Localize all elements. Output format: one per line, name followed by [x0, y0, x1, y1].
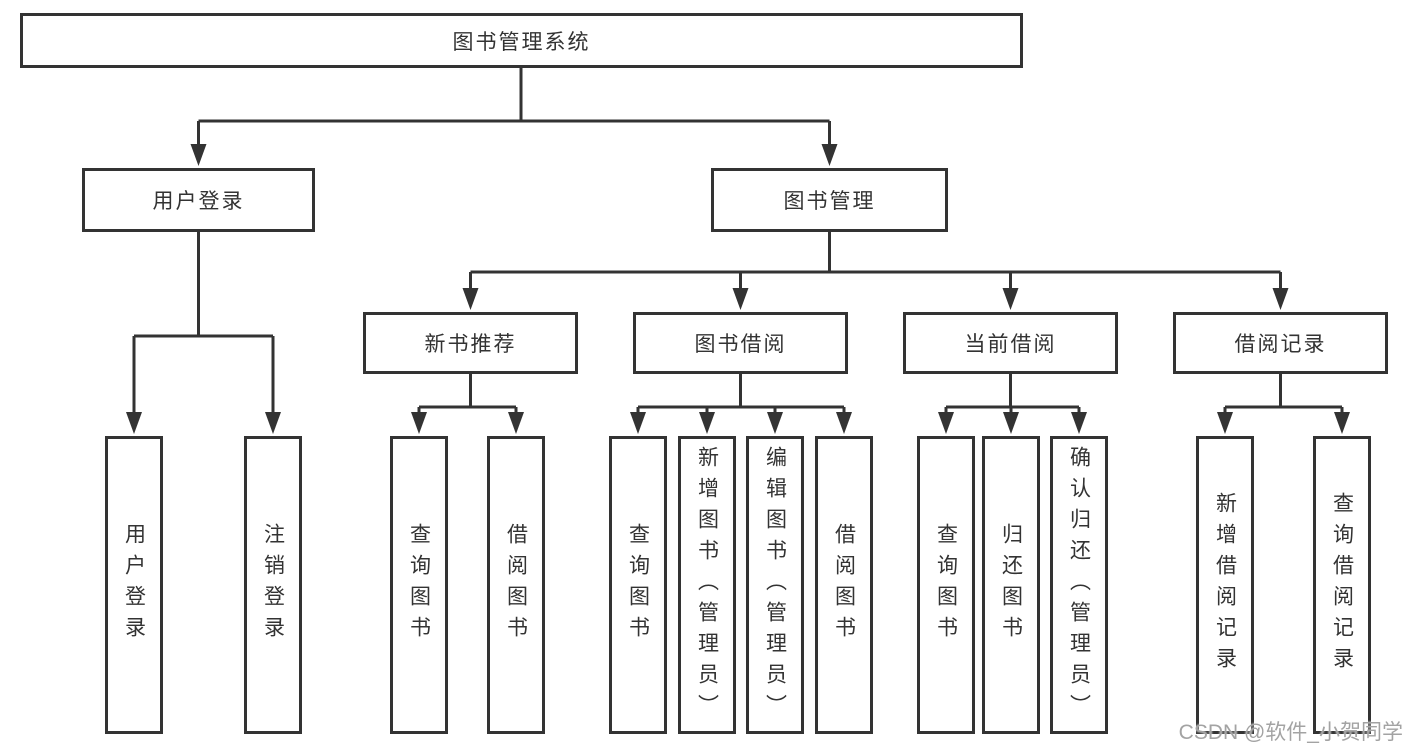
leaf-query-books-borrowing: 查询图书 [609, 436, 667, 734]
node-current-borrowing: 当前借阅 [903, 312, 1118, 374]
leaf-borrow-books-recommend: 借阅图书 [487, 436, 545, 734]
leaf-add-book-admin: 新增图书（管理员） [678, 436, 736, 734]
leaf-edit-book-admin: 编辑图书（管理员） [746, 436, 804, 734]
node-user-login: 用户登录 [82, 168, 315, 232]
leaf-add-borrow-record: 新增借阅记录 [1196, 436, 1254, 734]
leaf-user-login: 用户登录 [105, 436, 163, 734]
leaf-logout: 注销登录 [244, 436, 302, 734]
leaf-confirm-return-admin: 确认归还（管理员） [1050, 436, 1108, 734]
connector-strokes [132, 68, 1344, 416]
csdn-watermark: CSDN @软件_小贺同学 [1178, 721, 1403, 744]
leaf-return-book: 归还图书 [982, 436, 1040, 734]
leaf-borrow-books-borrowing: 借阅图书 [815, 436, 873, 734]
node-library-system: 图书管理系统 [20, 13, 1023, 68]
leaf-query-books-current: 查询图书 [917, 436, 975, 734]
leaf-query-borrow-record: 查询借阅记录 [1313, 436, 1371, 734]
leaf-query-books-recommend: 查询图书 [390, 436, 448, 734]
arrowheads [126, 144, 1350, 434]
node-borrowing-records: 借阅记录 [1173, 312, 1388, 374]
node-book-management: 图书管理 [711, 168, 948, 232]
node-book-borrowing: 图书借阅 [633, 312, 848, 374]
node-new-book-recommend: 新书推荐 [363, 312, 578, 374]
